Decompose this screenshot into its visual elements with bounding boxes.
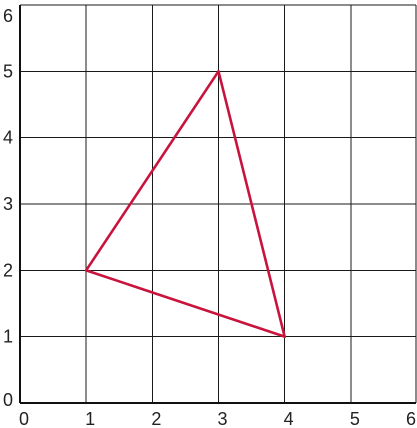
axis-lines xyxy=(19,5,416,404)
y-tick-label: 0 xyxy=(3,390,13,410)
y-tick-label: 1 xyxy=(3,327,13,347)
x-tick-label: 2 xyxy=(151,409,161,428)
x-tick-label: 3 xyxy=(217,409,227,428)
grid-lines xyxy=(20,4,417,403)
y-tick-label: 5 xyxy=(3,61,13,81)
x-tick-label: 5 xyxy=(350,409,360,428)
y-axis-tick-labels: 0 1 2 3 4 5 6 xyxy=(3,6,13,410)
x-tick-label: 0 xyxy=(19,409,29,428)
triangle-edge xyxy=(217,70,286,338)
x-axis-tick-labels: 0 1 2 3 4 5 6 xyxy=(19,409,416,428)
triangle-edge xyxy=(84,70,220,272)
y-tick-label: 6 xyxy=(3,6,13,26)
y-tick-label: 2 xyxy=(3,260,13,280)
x-tick-label: 1 xyxy=(85,409,95,428)
x-tick-label: 6 xyxy=(406,409,416,428)
triangle-shape xyxy=(84,70,286,338)
triangle-edge xyxy=(84,269,286,338)
y-tick-label: 3 xyxy=(3,194,13,214)
y-tick-label: 4 xyxy=(3,128,13,148)
x-tick-label: 4 xyxy=(284,409,294,428)
